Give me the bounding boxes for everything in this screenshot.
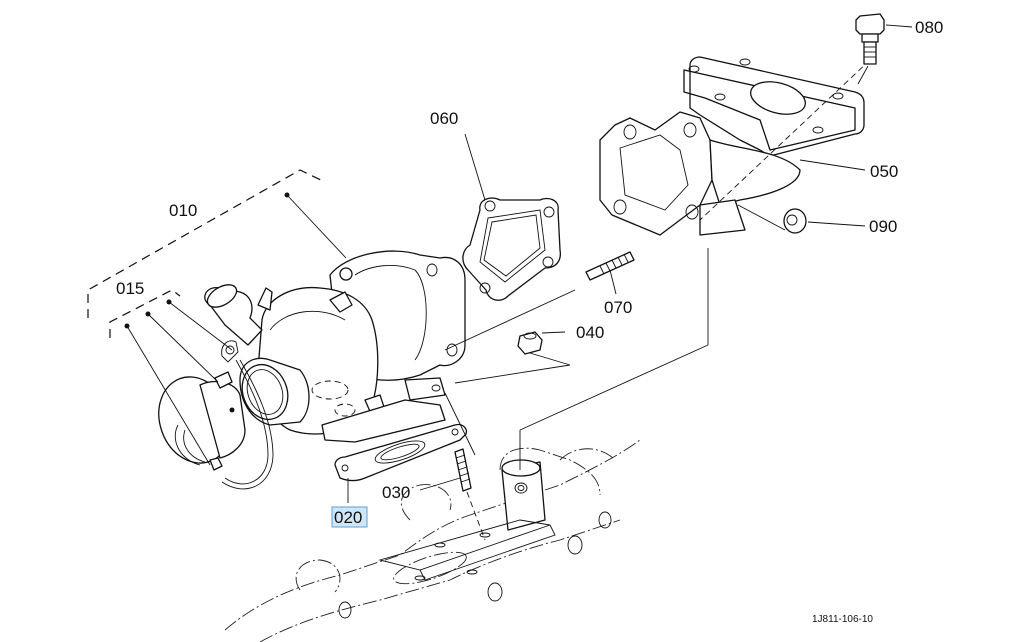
nut-090[interactable] [783, 208, 807, 234]
group-bracket-015 [109, 289, 181, 338]
drawing-reference-code: 1J811-106-10 [812, 614, 873, 625]
assembly-lines [444, 204, 786, 470]
callout-050[interactable]: 050 [870, 162, 898, 181]
callout-020[interactable]: 020 [334, 508, 362, 527]
callout-015[interactable]: 015 [116, 279, 144, 298]
leader-lines [124, 24, 913, 503]
stud-030[interactable] [454, 448, 486, 541]
callout-090[interactable]: 090 [869, 217, 897, 236]
callout-040[interactable]: 040 [576, 323, 604, 342]
turbocharger-010[interactable] [204, 250, 466, 443]
gasket-020[interactable] [334, 423, 468, 482]
plug-080[interactable] [855, 13, 885, 85]
group-bracket-010 [87, 169, 326, 318]
gasket-060[interactable] [462, 197, 561, 301]
callout-060[interactable]: 060 [430, 109, 458, 128]
callout-080[interactable]: 080 [915, 18, 943, 37]
wastegate-actuator-015[interactable] [147, 340, 274, 490]
stud-070[interactable] [585, 251, 635, 281]
callout-030[interactable]: 030 [382, 483, 410, 502]
callout-020-selection [331, 506, 368, 528]
callout-010[interactable]: 010 [169, 201, 197, 220]
exhaust-manifold-phantom [224, 439, 641, 642]
callout-labels: 010 015 020 030 040 050 060 070 080 090 [116, 18, 943, 528]
callout-070[interactable]: 070 [604, 298, 632, 317]
nut-040[interactable] [517, 331, 543, 355]
exhaust-elbow-050[interactable] [599, 56, 871, 236]
